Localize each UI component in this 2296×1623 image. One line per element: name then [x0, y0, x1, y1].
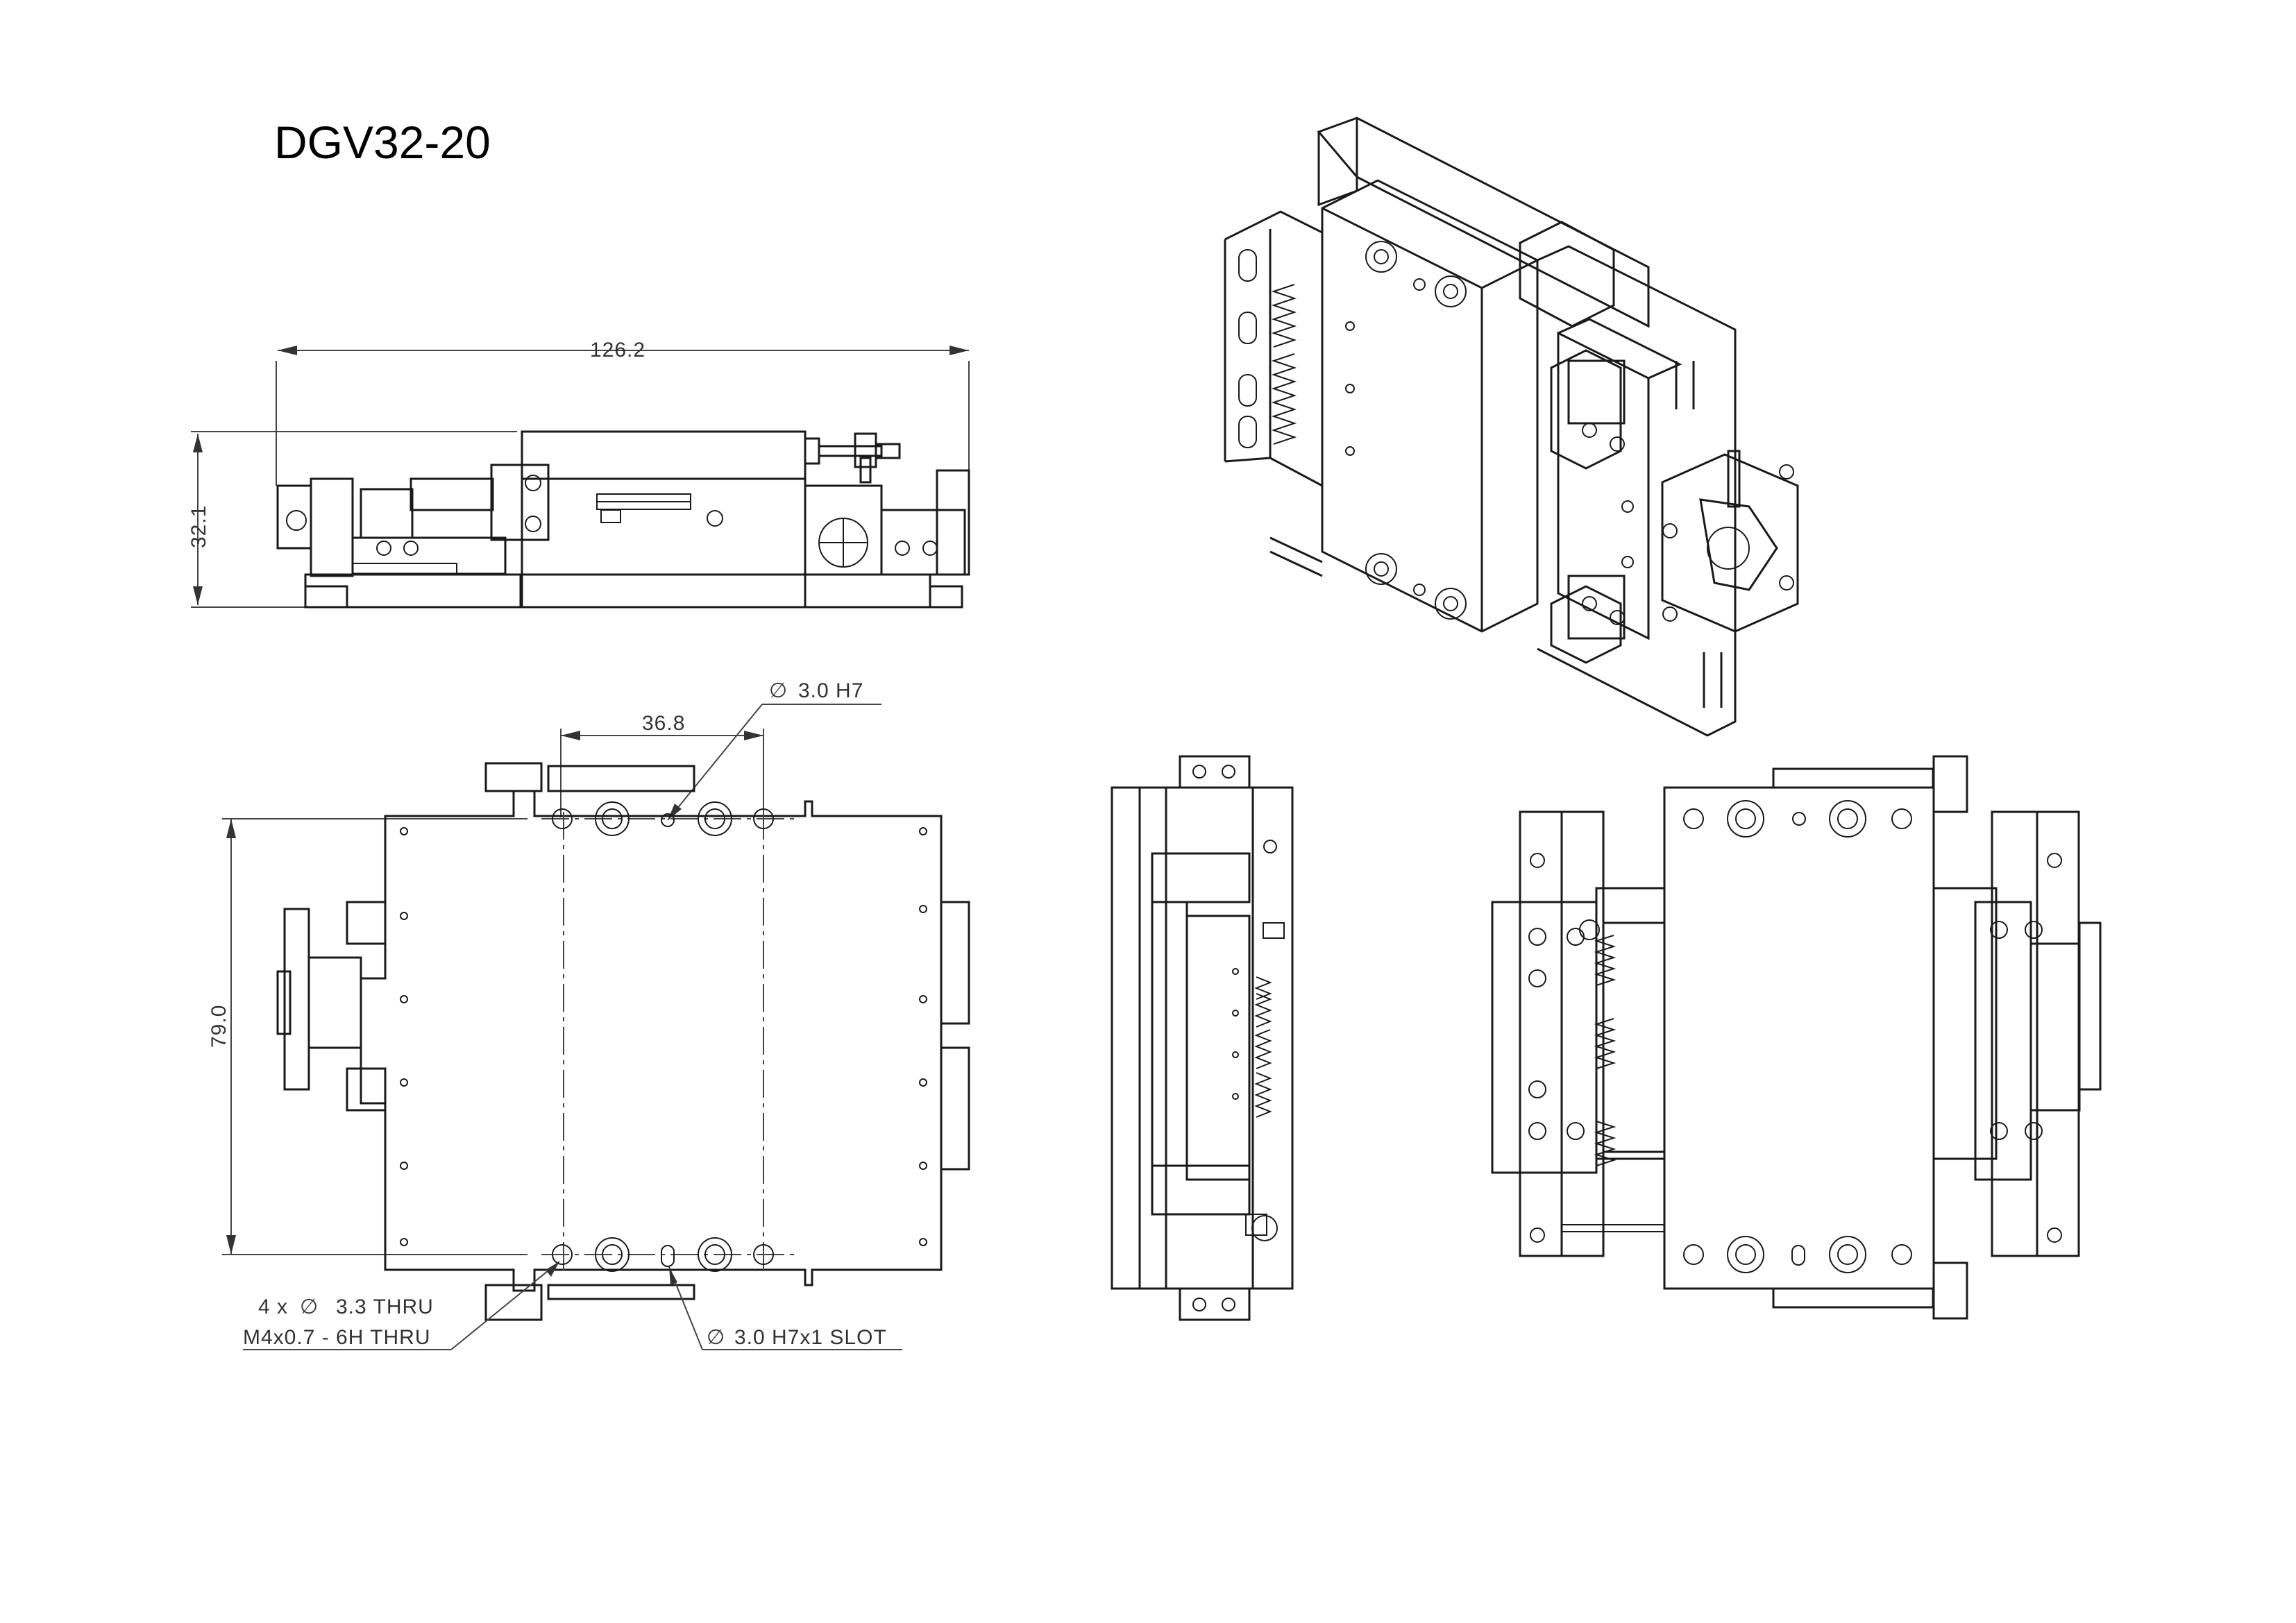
callout-through-holes-count: 4 x [258, 1295, 288, 1318]
bottom-view [1491, 755, 2102, 1320]
dim-width: 79.0 [208, 1005, 230, 1048]
isometric-view [1224, 117, 1799, 737]
callout-tapped-thread: M4x0.7 - 6H THRU [243, 1326, 431, 1349]
top-view: 36.8 ∅ 3.0 H7 79.0 [208, 679, 970, 1350]
symbol-diameter-dowel: ∅ [769, 679, 788, 702]
dim-height: 32.1 [187, 505, 210, 548]
side-view: 126.2 32.1 [187, 339, 970, 609]
callout-dowel-hole: 3.0 H7 [798, 679, 863, 702]
drawing-title: DGV32-20 [274, 117, 491, 168]
end-view [1111, 755, 1294, 1321]
dim-pin-spacing: 36.8 [642, 712, 685, 735]
callout-through-holes-dia: 3.3 THRU [336, 1295, 434, 1318]
dim-overall-length: 126.2 [590, 339, 645, 362]
callout-slot: 3.0 H7x1 SLOT [734, 1326, 887, 1349]
symbol-diameter-thru: ∅ [300, 1295, 319, 1318]
symbol-diameter-slot: ∅ [707, 1326, 725, 1349]
